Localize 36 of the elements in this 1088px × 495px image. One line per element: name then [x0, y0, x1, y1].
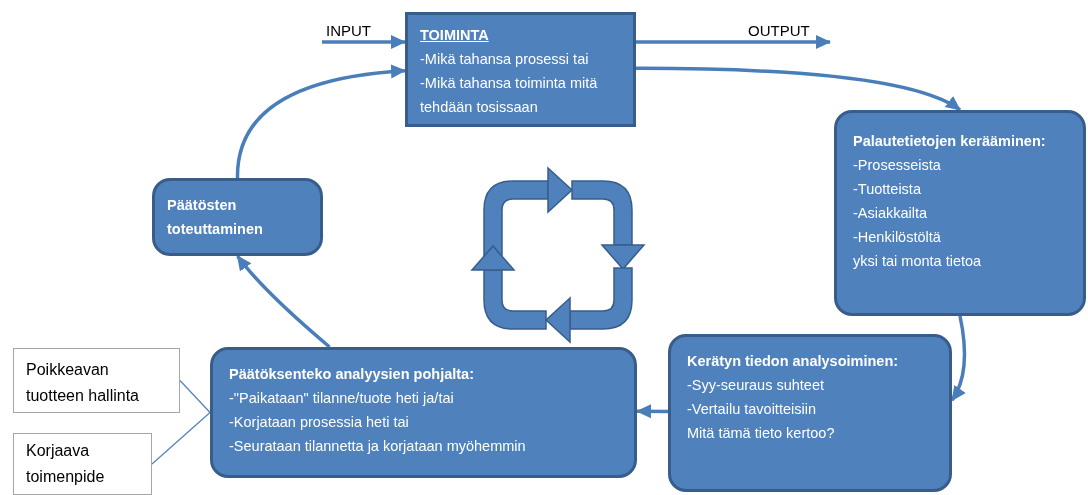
process-box: [210, 347, 637, 478]
box-text: -Asiakkailta: [853, 204, 929, 223]
box-text: -"Paikataan" tilanne/tuote heti ja/tai: [229, 389, 455, 408]
arrow: [322, 34, 406, 49]
box-heading: Päätösten toteuttaminen: [167, 196, 264, 239]
arrow: [950, 315, 967, 402]
box-text: -Korjataan prosessia heti tai: [229, 413, 410, 432]
box-text: -Henkilöstöltä: [853, 228, 942, 247]
box-text: -Tuotteista: [853, 180, 922, 199]
arrow: [235, 64, 406, 179]
box-heading: Kerätyn tiedon analysoiminen:: [687, 352, 900, 371]
box-text: -Prosesseista: [853, 156, 942, 175]
box-heading: TOIMINTA: [420, 26, 490, 45]
arrow: [636, 66, 961, 112]
box-text: Korjaava toimenpide: [26, 441, 106, 487]
note-box: [13, 348, 180, 413]
arrow: [636, 35, 831, 49]
box-text: -Seurataan tilannetta ja korjataan myöhemmin: [229, 437, 527, 456]
process-box: [668, 334, 952, 492]
box-text: -Mikä tahansa toiminta mitä tehdään tosissaan: [420, 74, 599, 117]
box-heading: Palautetietojen kerääminen:: [853, 132, 1047, 151]
box-text: Poikkeavan tuotteen hallinta: [26, 360, 140, 406]
box-text: -Mikä tahansa prosessi tai: [420, 50, 590, 69]
box-heading: Päätöksenteko analyysien pohjalta:: [229, 365, 475, 384]
arrow: [636, 404, 668, 419]
leader-line: [151, 411, 211, 465]
box-text: Mitä tämä tieto kertoo?: [687, 424, 836, 443]
leader-line: [179, 379, 211, 414]
process-box: [405, 12, 636, 127]
note-box: [13, 433, 152, 495]
arrow: [236, 254, 331, 349]
process-box: [834, 110, 1086, 316]
box-text: -Syy-seuraus suhteet: [687, 376, 825, 395]
box-text: -Vertailu tavoitteisiin: [687, 400, 817, 419]
process-box: [152, 178, 323, 256]
box-text: yksi tai monta tietoa: [853, 252, 983, 271]
